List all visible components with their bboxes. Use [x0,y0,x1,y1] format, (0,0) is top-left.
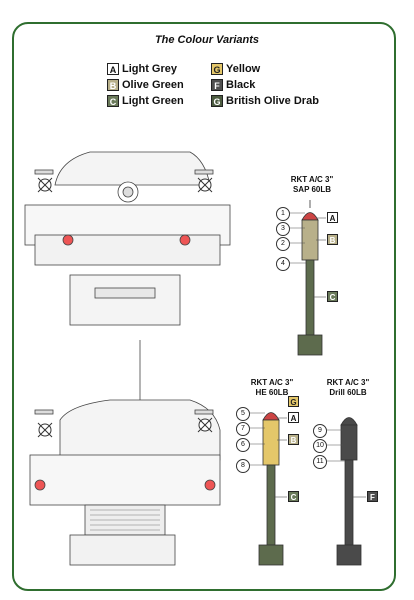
legend-label: Light Grey [122,63,178,75]
callout-number: 9 [313,424,327,438]
rocket-sap [297,200,323,356]
rocket-label-line2: HE 60LB [255,388,289,397]
rocket-label-line1: RKT A/C 3" [250,378,294,387]
badge-b: B [107,79,119,91]
page-title: The Colour Variants [154,34,260,46]
badge-g: G [211,63,223,75]
legend-item-g-drab: G British Olive Drab [211,95,319,107]
rocket-label-sap: RKT A/C 3" SAP 60LB [282,175,342,195]
page-frame [12,22,396,591]
rocket-label-line1: RKT A/C 3" [290,175,334,184]
paint-badge-b: B [327,234,338,245]
callout-number: 4 [276,257,290,271]
rocket-label-drill: RKT A/C 3" Drill 60LB [318,378,378,398]
tank-upper-emblems [37,177,213,193]
callout-number: 11 [313,455,327,469]
legend-item-b: B Olive Green [107,79,184,91]
rocket-he-leaders [248,412,287,498]
legend-item-a: A Light Grey [107,63,177,75]
rocket-drill [336,417,362,566]
tank-lower-emblems [37,417,213,438]
callout-number: 6 [236,438,250,452]
tank-front-upper [24,151,231,326]
callout-number: 8 [236,459,250,473]
callout-number: 10 [313,439,327,453]
legend-label: British Olive Drab [226,95,319,107]
rocket-he [258,412,284,566]
paint-badge-f: F [367,491,378,502]
callout-number: 1 [276,207,290,221]
legend-item-c: C Light Green [107,95,184,107]
rocket-label-he: RKT A/C 3" HE 60LB [242,378,302,398]
paint-badge-b: B [288,434,299,445]
paint-badge-a: A [327,212,338,223]
rocket-label-line2: Drill 60LB [329,388,367,397]
callout-number: 3 [276,222,290,236]
callout-number: 5 [236,407,250,421]
callout-number: 2 [276,237,290,251]
legend-item-f: F Black [211,79,255,91]
paint-badge-c: C [327,291,338,302]
paint-badge-c: C [288,491,299,502]
callout-number: 7 [236,422,250,436]
legend-item-g-yellow: G Yellow [211,63,260,75]
legend-label: Yellow [226,63,261,75]
badge-g: G [211,95,223,107]
tank-front-lower [29,340,221,566]
paint-badge-a: A [288,412,299,423]
rocket-drill-leaders [326,429,366,498]
badge-f: F [211,79,223,91]
badge-a: A [107,63,119,75]
legend-label: Olive Green [122,79,184,91]
rocket-label-line1: RKT A/C 3" [326,378,370,387]
legend-label: Light Green [122,95,184,107]
rocket-sap-leaders [288,212,326,298]
badge-c: C [107,95,119,107]
legend-label: Black [226,79,256,91]
paint-badge-g: G [288,396,299,407]
rocket-label-line2: SAP 60LB [292,185,332,194]
